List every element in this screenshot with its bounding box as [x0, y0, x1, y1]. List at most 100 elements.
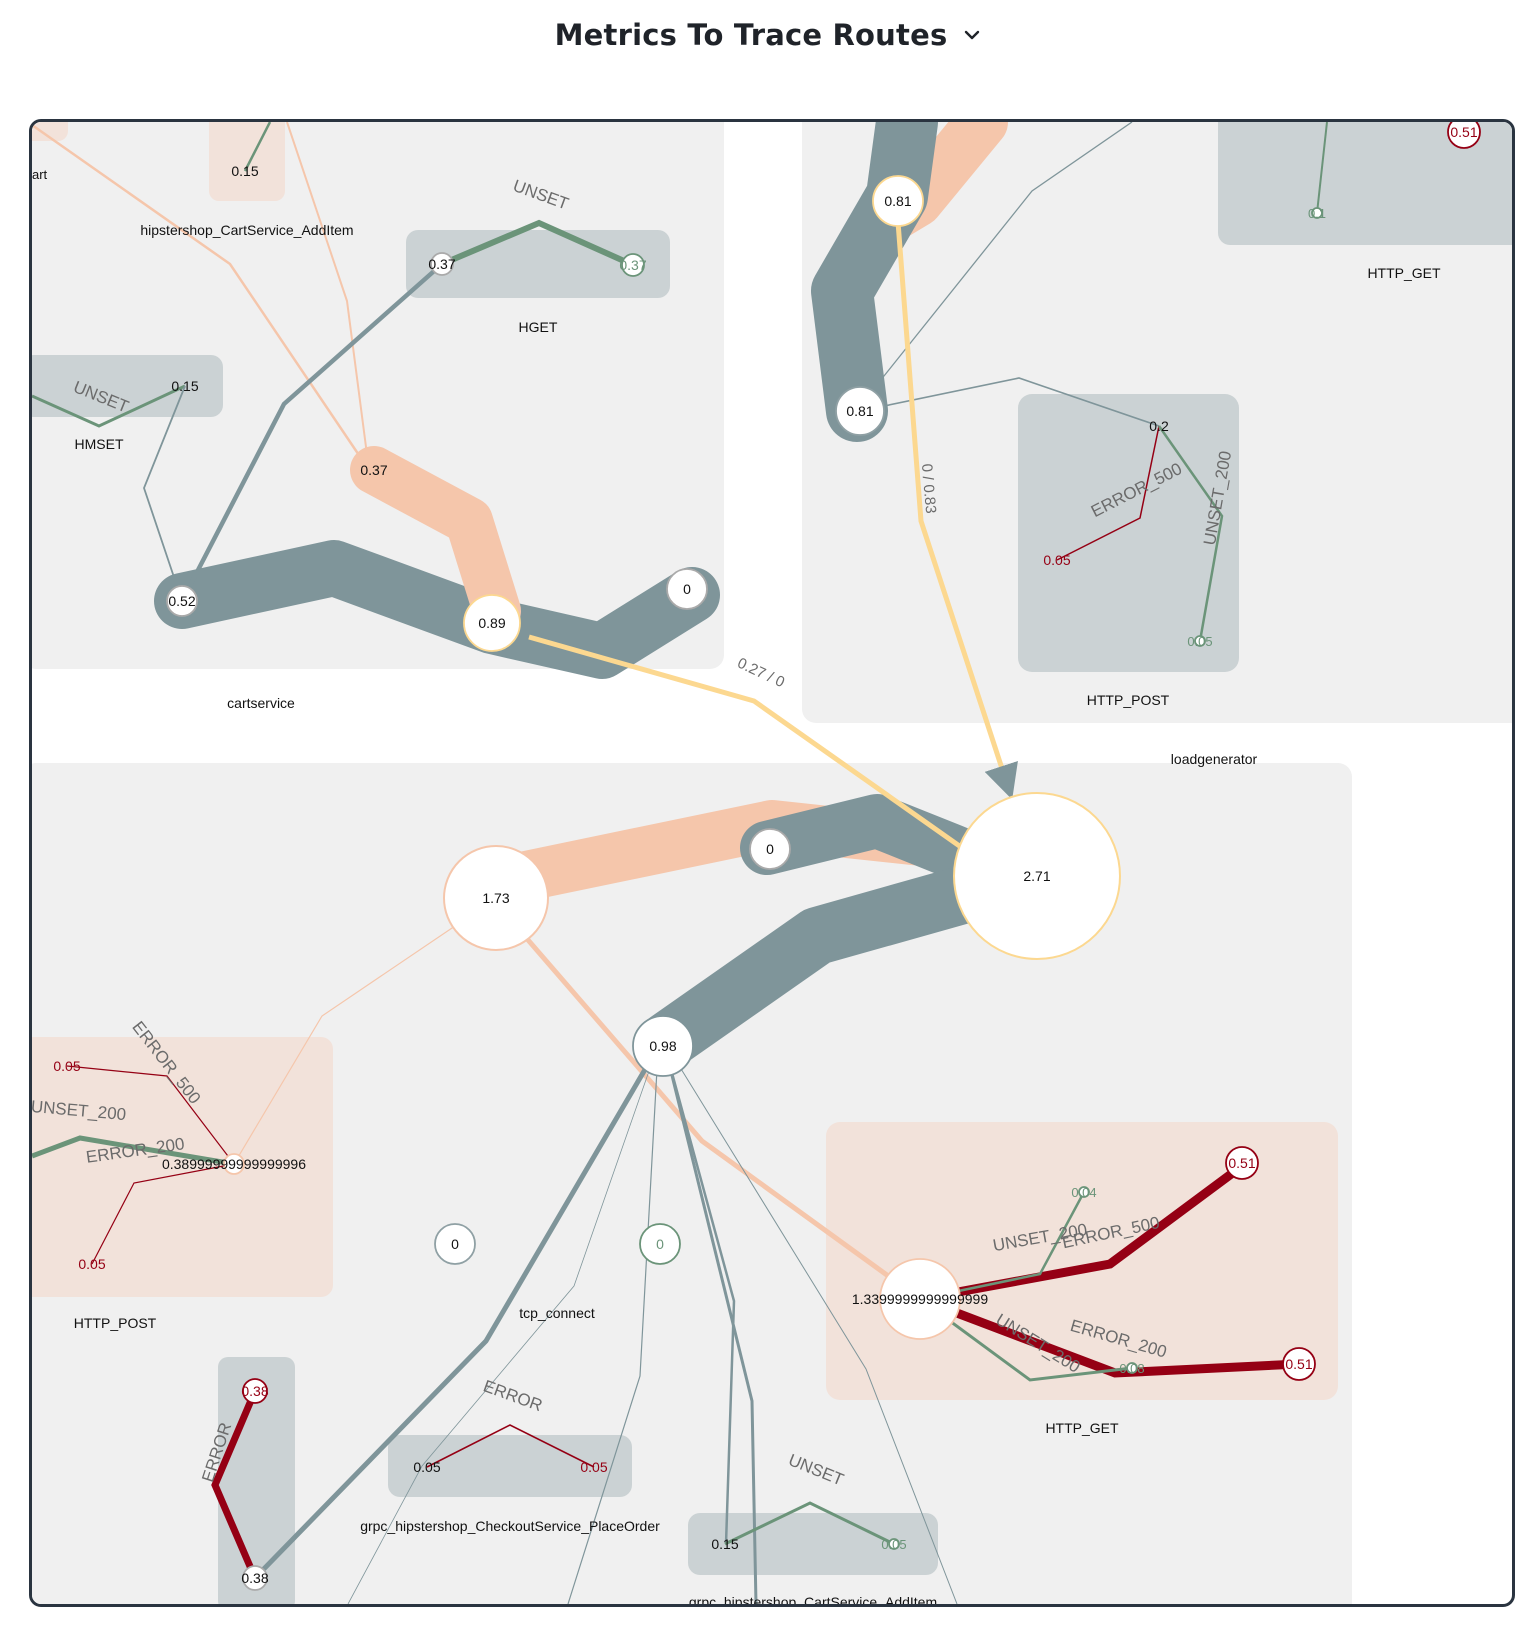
operation-box-cart-additem-top[interactable] — [209, 122, 285, 201]
operation-box-hget[interactable] — [406, 230, 670, 298]
node-circle[interactable] — [888, 1538, 900, 1550]
edge-httpget-green-top[interactable] — [1316, 122, 1328, 214]
edge-cart-peach[interactable] — [350, 446, 521, 635]
node-circle[interactable] — [749, 828, 791, 870]
trace-route-graph[interactable]: 0.15 0.37 0.37 0.15 0.37 0.52 0.89 0 0.81 0.81 0.5… — [32, 122, 1512, 1604]
edge-fe-thin-1[interactable] — [347, 1050, 657, 1604]
node-circle[interactable] — [872, 175, 924, 227]
edge-post-left-green[interactable] — [32, 1135, 235, 1167]
node-n-fe-271[interactable]: 2.71 — [953, 792, 1121, 960]
trace-edge-lg-to-frontend[interactable] — [895, 221, 1018, 800]
node-n-get-right-051a[interactable]: 0.51 — [1225, 1146, 1259, 1180]
edge-additem-green[interactable] — [724, 1501, 895, 1546]
node-circle[interactable] — [1311, 207, 1323, 219]
node-n-tcp-0a[interactable]: 0 — [434, 1223, 476, 1265]
node-circle[interactable] — [639, 1223, 681, 1265]
node-n-post-left-005b[interactable]: 0.05 — [78, 1256, 105, 1272]
node-n-hget-a[interactable]: 0.37 — [428, 252, 456, 276]
node-circle[interactable] — [242, 1565, 268, 1591]
node-n-lg-081a[interactable]: 0.81 — [872, 175, 924, 227]
edge-cart-peach-thin-b[interactable] — [286, 122, 370, 471]
node-n-ai-005[interactable]: 0.05 — [881, 1537, 906, 1552]
node-n-get-right-main[interactable]: 1.3399999999999999 — [852, 1258, 988, 1340]
node-n-po-005b[interactable]: 0.05 — [580, 1459, 607, 1475]
node-n-fe-098[interactable]: 0.98 — [632, 1015, 694, 1077]
node-circle[interactable] — [434, 1223, 476, 1265]
node-circle[interactable] — [1447, 122, 1481, 149]
node-circle[interactable] — [242, 1378, 268, 1404]
node-circle[interactable] — [463, 594, 521, 652]
edge-fe-post-left-peach[interactable] — [233, 925, 456, 1165]
node-circle[interactable] — [953, 792, 1121, 960]
chevron-down-icon[interactable] — [961, 24, 983, 46]
operation-box-hmset[interactable] — [32, 355, 223, 417]
node-n-httppost-005g[interactable]: 0.05 — [1187, 634, 1212, 649]
edge-placeorder-red[interactable] — [426, 1424, 595, 1468]
edge-hmset-green[interactable] — [32, 384, 186, 428]
node-n-httppost-02[interactable]: 0.2 — [1149, 418, 1169, 434]
node-n-cart-037[interactable]: 0.37 — [356, 452, 392, 488]
node-n-fe-173[interactable]: 1.73 — [443, 845, 549, 951]
node-n-po-005a[interactable]: 0.05 — [413, 1459, 440, 1475]
edge-fe-thin-5[interactable] — [669, 1050, 958, 1604]
node-circle[interactable] — [430, 252, 454, 276]
node-n-cart-0[interactable]: 0 — [666, 568, 708, 610]
node-circle[interactable] — [1282, 1347, 1316, 1381]
node-n-tcp-0b[interactable]: 0 — [639, 1223, 681, 1265]
node-n-cart-089[interactable]: 0.89 — [463, 594, 521, 652]
edge-fe-thin-4[interactable] — [664, 1050, 758, 1604]
edge-post-left-red-a[interactable] — [66, 1065, 235, 1165]
node-circle[interactable] — [356, 452, 392, 488]
operation-box-cart-top[interactable] — [32, 122, 68, 141]
edge-get-right-green-b[interactable] — [919, 1297, 1133, 1382]
operation-box-http-post-left[interactable] — [32, 1037, 333, 1297]
node-n-hget-b[interactable]: 0.37 — [619, 253, 647, 277]
node-n-get-right-004[interactable]: 0.04 — [1071, 1185, 1096, 1200]
edge-cart-additem-green[interactable] — [243, 122, 272, 172]
node-circle[interactable] — [1225, 1146, 1259, 1180]
node-n-cart-015[interactable]: 0.15 — [231, 163, 258, 179]
node-circle[interactable] — [835, 386, 885, 436]
node-circle[interactable] — [1194, 635, 1206, 647]
edge-get-right-red-a[interactable] — [919, 1162, 1245, 1304]
edge-fe-thin-2[interactable] — [567, 1050, 659, 1604]
node-n-ai-015[interactable]: 0.15 — [711, 1536, 738, 1552]
operation-box-http-get-top[interactable] — [1218, 122, 1512, 245]
edge-post-left-red-b[interactable] — [91, 1163, 235, 1265]
node-circle[interactable] — [1078, 1186, 1090, 1198]
edge-hget-gray[interactable] — [180, 262, 444, 603]
node-n-httppost-005r[interactable]: 0.05 — [1043, 552, 1070, 568]
operation-box-additem-bottom[interactable] — [688, 1513, 938, 1575]
node-n-post-left-005a[interactable]: 0.05 — [53, 1058, 80, 1074]
node-circle[interactable] — [223, 1153, 245, 1175]
node-n-fe-0a[interactable]: 0 — [749, 828, 791, 870]
node-n-err-038a[interactable]: 0.38 — [241, 1378, 269, 1404]
node-n-err-038b[interactable]: 0.38 — [241, 1565, 269, 1591]
edge-lg-gray[interactable] — [811, 122, 938, 442]
node-n-httpget-01[interactable]: 0.1 — [1308, 206, 1326, 221]
edge-cart-peach-thin-a[interactable] — [32, 123, 371, 471]
node-circle[interactable] — [443, 845, 549, 951]
edge-lg-thin-a[interactable] — [879, 122, 1133, 382]
node-n-cart-052[interactable]: 0.52 — [166, 585, 198, 617]
edge-get-right-red-b[interactable] — [918, 1294, 1300, 1378]
edge-fe-gray-down[interactable] — [638, 852, 1041, 1070]
node-circle[interactable] — [166, 585, 198, 617]
node-n-get-right-051b[interactable]: 0.51 — [1282, 1347, 1316, 1381]
edge-hget-green[interactable] — [440, 219, 635, 268]
node-circle[interactable] — [666, 568, 708, 610]
edge-httppost-green[interactable] — [1157, 425, 1224, 642]
node-circle[interactable] — [621, 253, 645, 277]
node-circle[interactable] — [1126, 1362, 1138, 1374]
operation-box-placeorder[interactable] — [388, 1435, 632, 1497]
node-n-lg-081b[interactable]: 0.81 — [835, 386, 885, 436]
edge-fe-get-right-peach[interactable] — [520, 931, 922, 1302]
node-circle[interactable] — [879, 1258, 961, 1340]
edge-hmset-gray[interactable] — [143, 385, 186, 602]
dashboard-title-dropdown[interactable]: Metrics To Trace Routes — [555, 18, 984, 52]
node-circle[interactable] — [632, 1015, 694, 1077]
edge-error-red[interactable] — [211, 1389, 259, 1580]
edge-httppost-red[interactable] — [1056, 425, 1160, 561]
edge-fe-thin-3[interactable] — [664, 1050, 736, 1545]
node-n-post-left-main[interactable]: 0.38999999999999996 — [162, 1153, 306, 1175]
